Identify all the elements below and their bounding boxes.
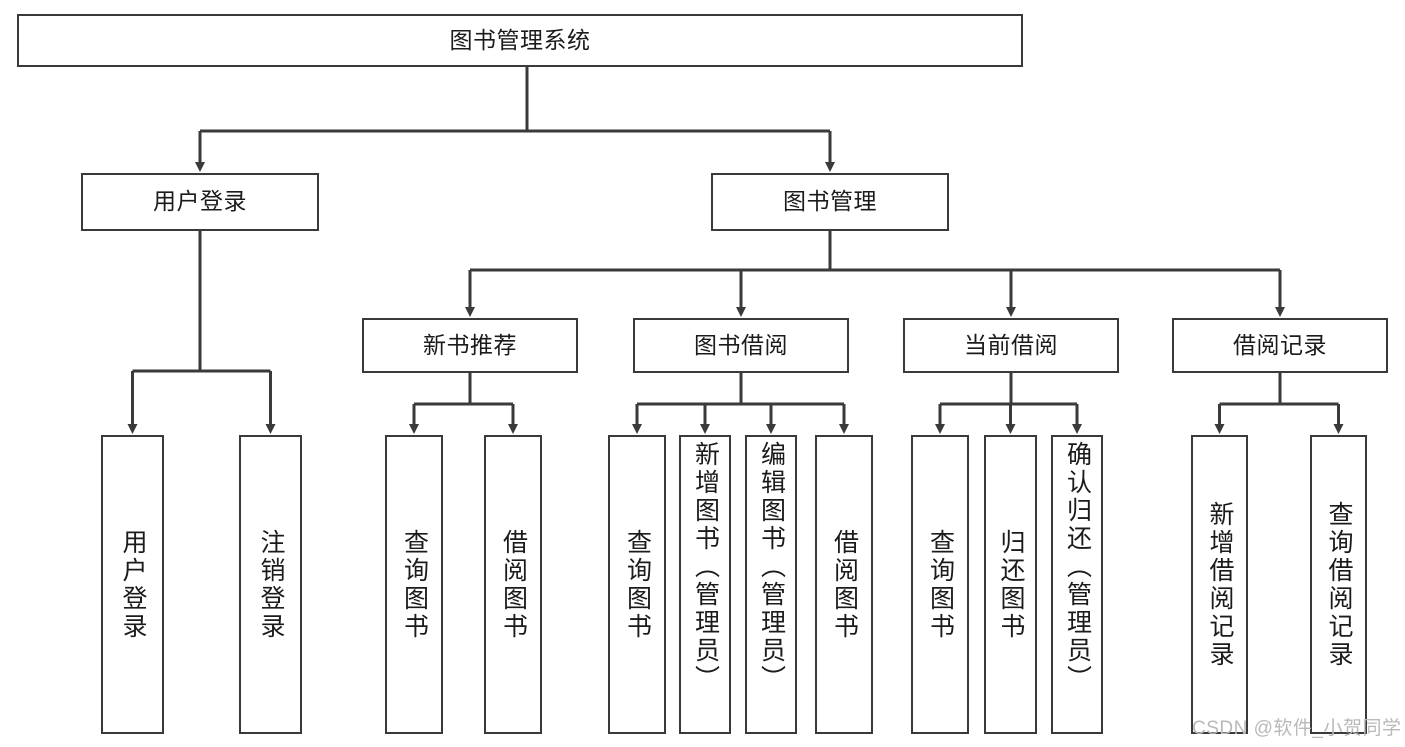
- node-label-records: 借阅记录: [1233, 331, 1327, 358]
- node-leaf-user-logout: 注销登录: [239, 435, 302, 734]
- node-leaf-edit-book: 编辑图书（管理员）: [745, 435, 797, 734]
- node-leaf-query-book-1: 查询图书: [385, 435, 443, 734]
- node-label-leaf-query-book-1: 查询图书: [400, 528, 429, 641]
- node-label-leaf-borrow-book-1: 借阅图书: [499, 528, 528, 641]
- node-current: 当前借阅: [903, 318, 1119, 373]
- node-login: 用户登录: [81, 173, 319, 231]
- node-label-leaf-return-book: 归还图书: [997, 528, 1025, 641]
- node-leaf-query-book-2: 查询图书: [608, 435, 666, 734]
- node-leaf-query-record: 查询借阅记录: [1310, 435, 1367, 734]
- node-label-leaf-query-book-2: 查询图书: [623, 528, 652, 641]
- node-leaf-add-book: 新增图书（管理员）: [679, 435, 731, 734]
- node-label-root: 图书管理系统: [449, 26, 591, 53]
- node-borrow: 图书借阅: [633, 318, 849, 373]
- node-label-current: 当前借阅: [964, 331, 1058, 358]
- node-label-newbook: 新书推荐: [423, 331, 517, 358]
- node-label-leaf-confirm-return: 确认归还（管理员）: [1063, 441, 1092, 693]
- node-newbook: 新书推荐: [362, 318, 578, 373]
- node-leaf-query-book-3: 查询图书: [911, 435, 969, 734]
- node-leaf-user-login: 用户登录: [101, 435, 164, 734]
- node-label-leaf-query-book-3: 查询图书: [926, 528, 955, 641]
- node-leaf-confirm-return: 确认归还（管理员）: [1051, 435, 1103, 734]
- node-label-bookmgmt: 图书管理: [783, 188, 877, 215]
- node-label-leaf-user-login: 用户登录: [119, 528, 147, 641]
- node-records: 借阅记录: [1172, 318, 1388, 373]
- node-label-leaf-user-logout: 注销登录: [257, 528, 285, 641]
- node-label-borrow: 图书借阅: [694, 331, 788, 358]
- node-leaf-borrow-book-2: 借阅图书: [815, 435, 873, 734]
- node-label-leaf-edit-book: 编辑图书（管理员）: [757, 441, 786, 693]
- node-leaf-return-book: 归还图书: [984, 435, 1037, 734]
- node-leaf-borrow-book-1: 借阅图书: [484, 435, 542, 734]
- node-label-leaf-add-book: 新增图书（管理员）: [691, 441, 720, 693]
- node-bookmgmt: 图书管理: [711, 173, 949, 231]
- node-label-leaf-query-record: 查询借阅记录: [1325, 500, 1353, 669]
- node-root: 图书管理系统: [17, 14, 1023, 67]
- node-label-leaf-borrow-book-2: 借阅图书: [830, 528, 859, 641]
- node-label-leaf-add-record: 新增借阅记录: [1206, 500, 1234, 669]
- node-label-login: 用户登录: [153, 188, 247, 215]
- node-leaf-add-record: 新增借阅记录: [1191, 435, 1248, 734]
